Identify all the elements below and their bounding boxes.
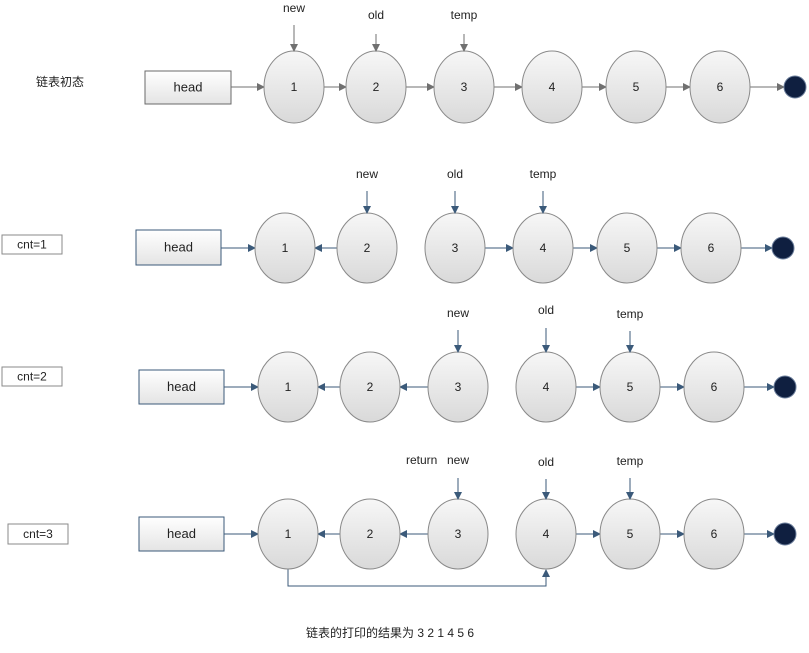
state-label: cnt=2 (17, 370, 47, 384)
head-box (138, 516, 225, 552)
node-6 (683, 351, 745, 423)
state-label-box (7, 523, 69, 545)
node-5 (596, 212, 658, 284)
node-label: 2 (367, 380, 374, 394)
node-label: 2 (367, 527, 374, 541)
pointer-label-temp: temp (451, 8, 478, 22)
node-label: 5 (627, 527, 634, 541)
node-label: 1 (282, 241, 289, 255)
node-label: 6 (711, 527, 718, 541)
pointer-label-old: old (368, 8, 384, 22)
node-label: 2 (364, 241, 371, 255)
node-2 (339, 351, 401, 423)
pointer-label-new: new (447, 453, 469, 467)
pointer-label-temp: temp (617, 307, 644, 321)
node-label: 3 (455, 380, 462, 394)
head-label: head (167, 379, 196, 394)
pointer-label-old: old (538, 455, 554, 469)
node-6 (683, 498, 745, 570)
node-label: 4 (543, 527, 550, 541)
node-label: 1 (285, 380, 292, 394)
result-text: 链表的打印的结果为 3 2 1 4 5 6 (306, 625, 474, 640)
row-cnt1: cnt=1 head 1 2 3 4 5 6 new old temp (1, 167, 795, 284)
node-label: 3 (455, 527, 462, 541)
state-label-box (1, 366, 63, 387)
node-label: 3 (452, 241, 459, 255)
head-label: head (174, 80, 203, 95)
head-label: head (164, 240, 193, 255)
return-link-arrow (287, 569, 550, 587)
null-terminator (773, 375, 797, 399)
head-label: head (167, 526, 196, 541)
pointer-label-old: old (447, 167, 463, 181)
null-terminator (771, 236, 795, 260)
node-label: 2 (373, 80, 380, 94)
state-label: cnt=3 (23, 527, 53, 541)
row-cnt3: cnt=3 head 1 2 3 4 5 6 new old temp return (7, 453, 797, 587)
node-1 (254, 212, 316, 284)
pointer-label-old: old (538, 303, 554, 317)
state-label-box (1, 234, 63, 255)
node-label: 6 (717, 80, 724, 94)
initial-state-label: 链表初态 (36, 74, 84, 89)
node-label: 1 (285, 527, 292, 541)
node-6 (680, 212, 742, 284)
pointer-label-new: new (447, 306, 469, 320)
node-6 (689, 50, 751, 124)
node-1 (257, 351, 319, 423)
null-terminator (783, 75, 807, 99)
row-cnt2: cnt=2 head 1 2 3 4 5 6 new old temp (1, 303, 797, 423)
node-label: 5 (624, 241, 631, 255)
node-2 (339, 498, 401, 570)
node-4 (521, 50, 583, 124)
null-terminator (773, 522, 797, 546)
return-label: return (406, 453, 437, 467)
head-box (144, 70, 232, 105)
node-label: 4 (540, 241, 547, 255)
node-label: 4 (543, 380, 550, 394)
node-label: 1 (291, 80, 298, 94)
state-label: cnt=1 (17, 238, 47, 252)
rows-layer: head 1 2 3 4 5 6 new old temp cnt=1 head 1 2 3 4 5 6 new ol… (1, 1, 807, 587)
node-5 (605, 50, 667, 124)
row-initial: head 1 2 3 4 5 6 new old temp (144, 1, 807, 124)
node-label: 5 (633, 80, 640, 94)
pointer-label-temp: temp (617, 454, 644, 468)
node-label: 6 (708, 241, 715, 255)
node-label: 4 (549, 80, 556, 94)
pointer-label-new: new (356, 167, 378, 181)
node-label: 5 (627, 380, 634, 394)
pointer-label-new: new (283, 1, 305, 15)
head-box (138, 369, 225, 405)
node-1 (257, 498, 319, 570)
pointer-label-temp: temp (530, 167, 557, 181)
node-label: 6 (711, 380, 718, 394)
node-label: 3 (461, 80, 468, 94)
